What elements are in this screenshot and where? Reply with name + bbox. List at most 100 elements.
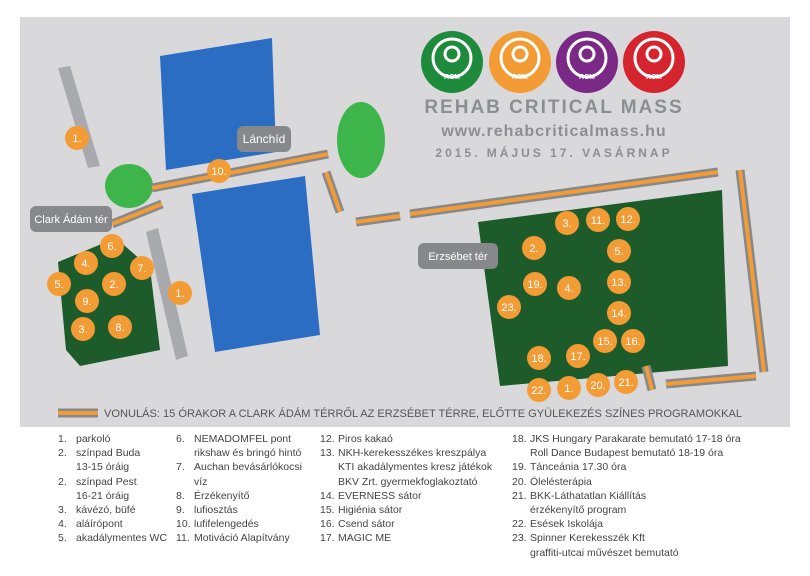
svg-text:10.: 10. xyxy=(211,166,226,178)
legend-item: 14.EVERNESS sátor xyxy=(320,489,422,502)
marker-3: 3. xyxy=(71,317,95,341)
marker-16: 16. xyxy=(621,329,645,353)
route-segment xyxy=(644,365,654,391)
marker-9: 9. xyxy=(75,289,99,313)
marker-8: 8. xyxy=(108,315,132,339)
route-segment xyxy=(665,374,757,386)
marker-4-pest: 4. xyxy=(557,276,581,300)
marker-14: 14. xyxy=(607,301,631,325)
marker-18: 18. xyxy=(527,346,551,370)
marker-2: 2. xyxy=(102,272,126,296)
legend-item-sub: víz xyxy=(194,475,208,488)
svg-text:2.: 2. xyxy=(109,279,118,291)
svg-text:9.: 9. xyxy=(82,296,91,308)
svg-text:21.: 21. xyxy=(618,377,633,389)
svg-text:22.: 22. xyxy=(531,385,546,397)
svg-text:16.: 16. xyxy=(625,336,640,348)
marker-13: 13. xyxy=(607,270,631,294)
legend-item: 2.színpad Buda xyxy=(58,447,141,460)
wheelchair-icon xyxy=(578,45,596,63)
legend-item-sub: 13-15 óráig xyxy=(76,461,130,474)
svg-text:17.: 17. xyxy=(570,351,585,363)
legend-item-sub: KTI akadálymentes kresz játékok xyxy=(338,461,493,474)
label-lanchid: Lánchíd xyxy=(237,126,291,152)
svg-text:1.: 1. xyxy=(175,288,184,300)
marker-23: 23. xyxy=(497,295,521,319)
marker-1-pest: 1. xyxy=(557,376,581,400)
legend-item: 8.Érzékenyítő xyxy=(176,489,250,502)
wheelchair-icon xyxy=(511,45,529,63)
marker-3-pest: 3. xyxy=(555,211,579,235)
svg-text:1.: 1. xyxy=(72,133,81,145)
legend-item-sub: BKV Zrt. gyermekfoglakoztató xyxy=(338,475,478,488)
event-date: 2015. MÁJUS 17. VASÁRNAP xyxy=(435,145,672,160)
label-clark-text: Clark Ádám tér xyxy=(34,213,108,226)
svg-text:11.: 11. xyxy=(591,215,605,227)
legend-item: 6.NEMADOMFEL pont xyxy=(176,433,292,445)
marker-19: 19. xyxy=(523,272,547,296)
legend-item: 20.Ölelésterápia xyxy=(512,475,592,488)
markers: 1. 10. 6. 4. 7. 5. 2. 9. 1. 3. 8. 3. 11.… xyxy=(47,126,645,402)
legend-item-sub: rikshaw és bringó hintó xyxy=(194,447,302,460)
marker-21: 21. xyxy=(614,370,638,394)
legend-item: 2.színpad Pest xyxy=(58,475,137,488)
legend-item: 19.Tánceánia 17.30 óra xyxy=(512,461,627,474)
svg-text:3.: 3. xyxy=(78,324,87,336)
legend-item: 16.Csend sátor xyxy=(320,518,395,531)
route-segment xyxy=(738,169,766,373)
wheelchair-icon xyxy=(645,45,663,63)
rcm-logo-orange: RCM xyxy=(489,31,551,93)
route-caption-text: VONULÁS: 15 ÓRAKOR A CLARK ÁDÁM TÉRRŐL A… xyxy=(104,406,742,420)
route-segment xyxy=(355,214,401,224)
legend-item: 7.Auchan bevásárlókocsi xyxy=(176,461,302,474)
svg-text:12.: 12. xyxy=(620,214,635,226)
legend-item-sub: 16-21 óráig xyxy=(76,489,130,502)
marker-1-parking: 1. xyxy=(65,126,89,150)
marker-22: 22. xyxy=(527,378,551,402)
marker-17: 17. xyxy=(566,344,590,368)
event-title: REHAB CRITICAL MASS xyxy=(424,97,683,118)
legend-col-1: 1.parkoló 2.színpad Buda 13-15 óráig 2.s… xyxy=(58,432,167,546)
svg-text:1.: 1. xyxy=(564,383,573,395)
route-caption: VONULÁS: 15 ÓRAKOR A CLARK ÁDÁM TÉRRŐL A… xyxy=(58,406,742,420)
marker-5-pest: 5. xyxy=(607,239,631,263)
svg-text:4.: 4. xyxy=(81,258,90,270)
marker-11: 11. xyxy=(586,208,610,232)
legend-item: 13.NKH-kerekesszékes kreszpálya xyxy=(320,447,487,460)
legend-item: 22.Esések Iskolája xyxy=(512,518,603,531)
marker-6: 6. xyxy=(100,234,124,258)
svg-text:20.: 20. xyxy=(590,380,605,392)
svg-text:7.: 7. xyxy=(137,263,146,275)
svg-text:6.: 6. xyxy=(107,241,116,253)
legend-item: 23.Spinner Kerekesszék Kft xyxy=(512,532,645,545)
svg-text:RCM: RCM xyxy=(646,74,662,81)
marker-2-pest: 2. xyxy=(522,236,546,260)
marker-12: 12. xyxy=(616,207,640,231)
route-segment xyxy=(324,171,342,213)
legend-item: 10.lufifelengedés xyxy=(176,518,259,531)
road-diagonal xyxy=(146,228,188,360)
label-lanchid-text: Lánchíd xyxy=(243,132,286,146)
legend-item: 18.JKS Hungary Parakarate bemutató 17-18… xyxy=(512,433,741,445)
svg-text:5.: 5. xyxy=(54,279,63,291)
svg-text:14.: 14. xyxy=(611,308,626,320)
roundabout-park xyxy=(105,164,153,208)
rcm-logo-green: RCM xyxy=(421,31,483,93)
river-lower xyxy=(192,176,320,352)
legend-col-4: 18.JKS Hungary Parakarate bemutató 17-18… xyxy=(512,432,741,560)
legend-item: 3.kávézó, büfé xyxy=(58,504,136,517)
legend-item: 12.Piros kakaó xyxy=(320,433,393,445)
legend-item: 4.aláírópont xyxy=(58,518,123,531)
logos: RCM RCM RCM RCM xyxy=(421,31,685,93)
rcm-logo-red: RCM xyxy=(623,31,685,93)
svg-text:8.: 8. xyxy=(115,322,124,334)
legend-item-sub: Roll Dance Budapest bemutató 18-19 óra xyxy=(530,447,724,460)
svg-text:15.: 15. xyxy=(597,336,612,348)
marker-4: 4. xyxy=(74,251,98,275)
legend-item-sub: érzékenyítő program xyxy=(530,504,627,517)
svg-text:RCM: RCM xyxy=(512,74,528,81)
svg-text:23.: 23. xyxy=(501,302,516,314)
route xyxy=(110,149,769,392)
legend-col-2: 6.NEMADOMFEL pont rikshaw és bringó hint… xyxy=(176,432,302,546)
